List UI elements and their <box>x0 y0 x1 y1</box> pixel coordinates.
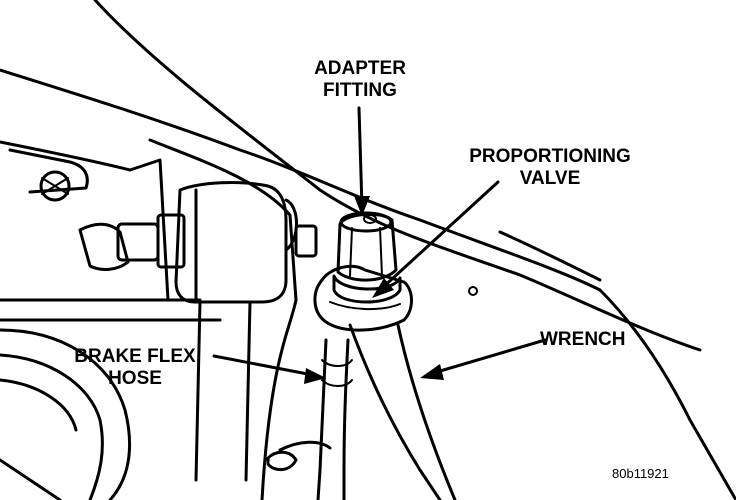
rivet-dot <box>468 286 478 296</box>
proportioning-valve-label: PROPORTIONING VALVE <box>450 146 650 190</box>
leader-arrows <box>212 106 547 378</box>
adapter-fitting-label-line2: FITTING <box>323 80 397 101</box>
brake-flex-hose-label: BRAKE FLEX HOSE <box>60 346 210 390</box>
arrowheads <box>304 196 444 384</box>
arrow-wrench <box>428 338 547 376</box>
adapter-fitting-label-line1: ADAPTER <box>314 58 406 79</box>
brake-flex-hose-shape <box>266 338 353 500</box>
arrowhead-proportioning-valve <box>372 278 394 298</box>
arrow-adapter-fitting <box>357 106 364 210</box>
wrench-label-text: WRENCH <box>540 329 626 350</box>
arrow-brake-flex-hose <box>212 354 320 378</box>
arrowhead-brake-flex-hose <box>304 368 326 384</box>
proportioning-valve-label-line2: VALVE <box>519 168 581 189</box>
adapter-fitting-label: ADAPTER FITTING <box>300 58 420 102</box>
wrench-label: WRENCH <box>540 329 650 351</box>
brake-flex-hose-label-line2: HOSE <box>108 368 162 389</box>
proportioning-valve-label-line1: PROPORTIONING <box>469 146 631 167</box>
arrowhead-wrench <box>420 364 444 380</box>
arrowhead-adapter-fitting <box>354 196 370 216</box>
bushing-block <box>174 181 318 304</box>
adapter-fitting-shape <box>332 211 402 304</box>
mounting-bracket <box>0 140 222 322</box>
figure-id: 80b11921 <box>612 466 669 481</box>
brake-flex-hose-label-line1: BRAKE FLEX <box>74 346 196 367</box>
wheel-drum <box>0 328 132 500</box>
arrow-proportioning-valve <box>378 180 500 292</box>
strut <box>148 138 298 500</box>
wrench-shape <box>313 264 457 500</box>
